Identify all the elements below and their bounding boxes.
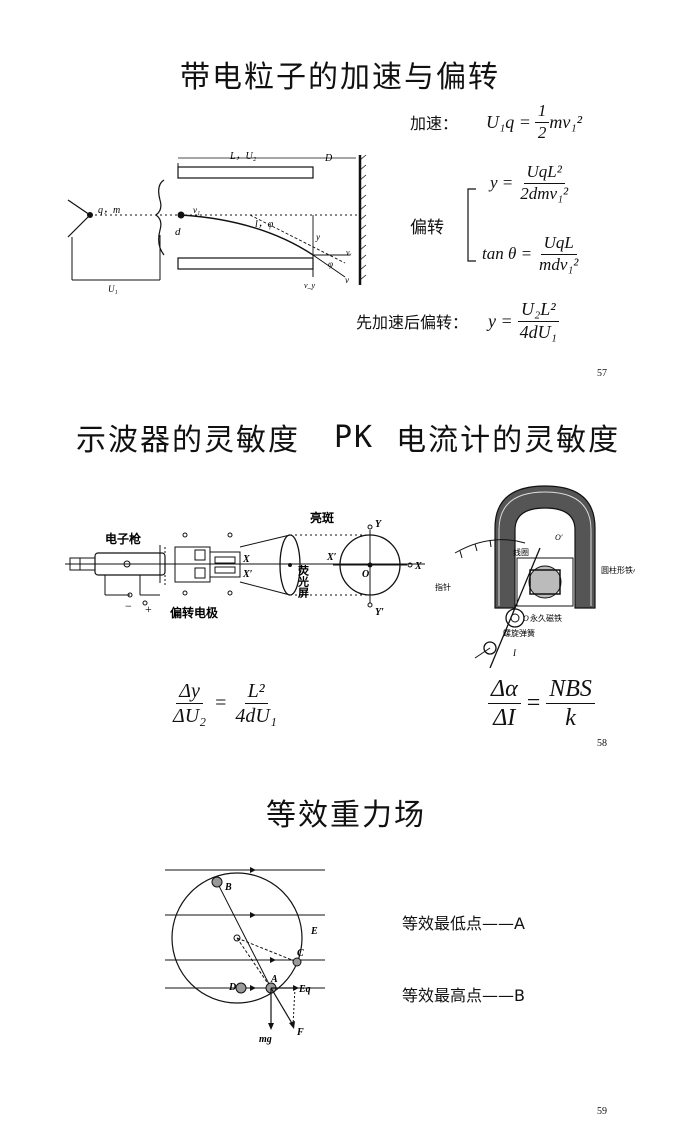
label-cylinder-core: 圆柱形铁心 [601, 565, 635, 575]
label-deflection-electrodes: 偏转电极 [170, 605, 219, 620]
label-X-plate: X [242, 554, 250, 565]
osc-rhs-fraction: L² 4dU₁ [232, 680, 279, 727]
page-number-58: 58 [597, 738, 607, 749]
osc-lhs-den: ΔU₂ [173, 705, 207, 727]
label-q-m: q，m [98, 205, 120, 216]
combined-fraction: U₂L² 4dU₁ [517, 299, 560, 343]
label-A: A [270, 974, 278, 985]
label-E: E [310, 926, 318, 937]
accel-frac-den: 2 [537, 122, 547, 142]
label-phi: φ [328, 259, 333, 269]
label-D: D [228, 982, 236, 993]
tan-formula: tan θ = UqL mdv₁² [482, 233, 581, 274]
label-vy: v_y [304, 281, 316, 290]
combined-den: 4dU₁ [519, 321, 557, 342]
combined-num: U₂L² [517, 299, 559, 322]
label-D: D [324, 153, 333, 164]
equivalent-highest-point: 等效最高点——B [402, 986, 525, 1005]
y-num: UqL² [523, 162, 565, 184]
combined-formula: 先加速后偏转： y = U₂L² 4dU₁ [356, 299, 560, 343]
combined-label: 先加速后偏转： [356, 313, 469, 333]
label-U1: U₁ [108, 284, 118, 294]
label-v: v [345, 275, 349, 285]
label-bright-spot: 亮斑 [310, 510, 334, 525]
y-lhs: y = [490, 173, 514, 193]
gal-lhs-num: Δα [488, 676, 521, 705]
label-y: y [315, 232, 320, 242]
deflect-label: 偏转 [410, 218, 444, 238]
osc-rhs-num: L² [244, 680, 268, 704]
label-X: X [414, 561, 422, 572]
label-Y-prime: Y′ [375, 607, 384, 618]
tan-fraction: UqL mdv₁² [536, 233, 581, 274]
label-F: F [296, 1027, 304, 1038]
label-B: B [224, 882, 232, 893]
gal-rhs-num: NBS [546, 676, 595, 705]
y-formula: y = UqL² 2dmv₁² [490, 162, 571, 203]
accel-frac-num: 1 [534, 101, 550, 123]
acceleration-deflection-diagram: q，m L，U₂ D d v₁ l，φ y φ vₓ v_y v U₁ [67, 151, 367, 294]
deflect-brace [467, 188, 476, 262]
label-O: O [362, 569, 369, 580]
label-coil: 线圈 [513, 547, 529, 557]
label-permanent-magnet: 永久磁铁 [530, 613, 562, 623]
gal-rhs-fraction: NBS k [546, 676, 595, 732]
equivalent-gravity-diagram: B C D A E Eq mg F [165, 867, 325, 1045]
accel-label: 加速： [410, 114, 459, 134]
tan-den: mdv₁² [539, 254, 579, 274]
label-electron-gun: 电子枪 [105, 531, 141, 546]
galv-sensitivity-formula: Δα ΔI = NBS k [488, 676, 595, 732]
gal-rhs-den: k [565, 705, 576, 732]
accel-lhs: U₁q = [486, 111, 531, 132]
accel-formula: 加速： U₁q = 1 2 mv₁² [410, 101, 583, 142]
equivalent-lowest-point: 等效最低点——A [402, 914, 525, 933]
y-den: 2dmv₁² [520, 183, 569, 203]
oscilloscope-diagram: 电子枪 亮斑 荧光屏 偏转电极 Y Y′ X X′ O X X′ − + [65, 510, 425, 620]
y-fraction: UqL² 2dmv₁² [517, 162, 571, 203]
label-galv-O: O [523, 614, 529, 623]
label-d: d [175, 226, 181, 238]
gal-lhs-fraction: Δα ΔI [488, 676, 521, 732]
label-plus: + [145, 602, 152, 616]
label-X-prime-screen: X′ [326, 552, 337, 563]
page-number-59: 59 [597, 1106, 607, 1117]
tan-lhs: tan θ = [482, 244, 533, 264]
label-vx: vₓ [346, 248, 352, 257]
label-Y: Y [375, 519, 382, 530]
osc-lhs-num: Δy [176, 680, 203, 704]
label-Eq: Eq [298, 984, 311, 995]
label-pointer: 指针 [435, 582, 451, 592]
accel-fraction: 1 2 [534, 101, 550, 142]
section2-title-galvanometer: 电流计的灵敏度 [396, 423, 621, 458]
osc-lhs-fraction: Δy ΔU₂ [170, 680, 209, 727]
section3-title: 等效重力场 [266, 798, 426, 833]
label-L-U2: L，U₂ [229, 151, 257, 162]
osc-rhs-den: 4dU₁ [235, 705, 277, 727]
label-C: C [297, 948, 304, 959]
label-v1: v₁ [193, 205, 200, 215]
label-galv-O-prime: O′ [555, 533, 563, 542]
osc-sensitivity-formula: Δy ΔU₂ = L² 4dU₁ [170, 680, 280, 727]
label-X-prime-plate: X′ [242, 569, 253, 580]
label-mg: mg [259, 1034, 272, 1045]
accel-rhs: mv₁² [549, 111, 583, 132]
page-number-57: 57 [597, 368, 607, 379]
label-fluorescent-screen: 荧光屏 [297, 564, 311, 599]
label-spiral-spring: 螺旋弹簧 [503, 628, 535, 638]
galvanometer-diagram: 线圈 圆柱形铁心 指针 永久磁铁 螺旋弹簧 O O′ I [435, 485, 635, 668]
section2-title-oscilloscope: 示波器的灵敏度 [76, 423, 300, 458]
combined-lhs: y = [488, 310, 513, 331]
gal-lhs-den: ΔI [493, 705, 516, 732]
section2-title-row: 示波器的灵敏度 PK 电流计的灵敏度 [76, 415, 620, 459]
label-galv-I: I [512, 648, 517, 658]
section1-title: 带电粒子的加速与偏转 [180, 60, 500, 95]
pk-label: PK [334, 419, 375, 455]
label-minus: − [125, 599, 132, 613]
tan-num: UqL [540, 233, 577, 255]
label-l-phi: l，φ [255, 219, 274, 230]
